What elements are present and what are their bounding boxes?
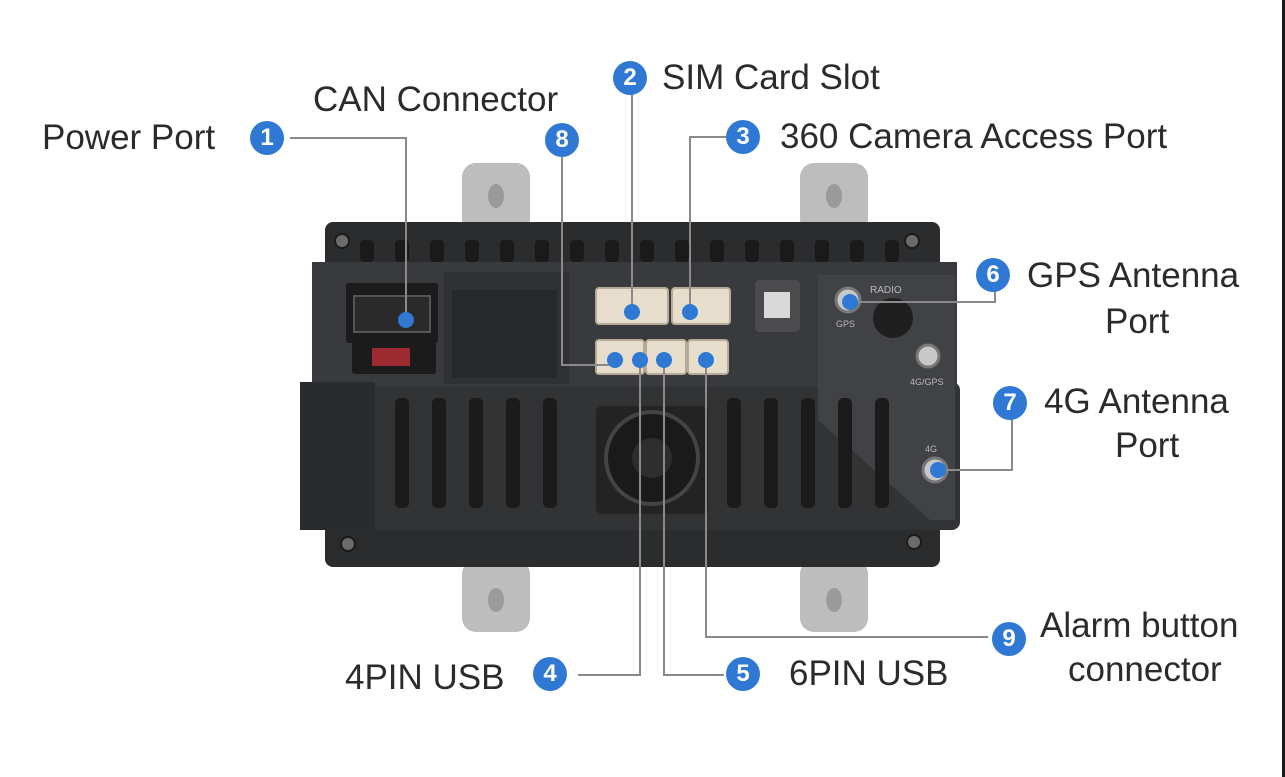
callout-badge-7: 7 [993,386,1027,420]
callout-badge-3: 3 [726,120,760,154]
callout-label-gps-antenna-line2: Port [1105,302,1170,341]
4g-gps-marking: 4G/GPS [910,377,944,387]
callout-badge-8: 8 [545,123,579,157]
callout-label-6pin-usb: 6PIN USB [789,654,949,693]
mounting-tabs [462,163,868,632]
leader-4 [578,357,641,676]
leader-9 [705,357,988,638]
leader-7 [938,403,1013,471]
leader-lines [290,88,1013,676]
callout-label-gps-antenna: GPS Antenna [1027,256,1240,295]
callout-label-4g-antenna-line2: Port [1115,426,1180,465]
callout-label-alarm-button: Alarm button [1040,606,1239,645]
leader-3 [689,136,728,312]
connection-dots [398,294,946,478]
callout-badge-4: 4 [533,657,567,691]
callout-label-360-camera-access-port: 360 Camera Access Port [780,117,1168,156]
callout-badge-5: 5 [726,657,760,691]
right-border [1282,0,1285,777]
callout-label-sim-card-slot: SIM Card Slot [662,58,880,97]
leader-8 [561,157,615,366]
callout-label-can-connector: CAN Connector [313,80,559,119]
callout-badge-2: 2 [613,61,647,95]
leader-1 [290,137,407,320]
gps-marking: GPS [836,319,855,329]
leader-5 [663,357,724,676]
callout-badge-9: 9 [992,622,1026,656]
callout-label-4pin-usb: 4PIN USB [345,658,505,697]
callout-label-alarm-button-line2: connector [1068,650,1222,689]
callout-label-4g-antenna: 4G Antenna [1044,382,1229,421]
callout-label-power-port: Power Port [42,118,216,157]
callout-badge-1: 1 [250,121,284,155]
callout-badge-6: 6 [976,258,1010,292]
4g-marking: 4G [925,444,937,454]
radio-marking: RADIO [870,285,902,296]
